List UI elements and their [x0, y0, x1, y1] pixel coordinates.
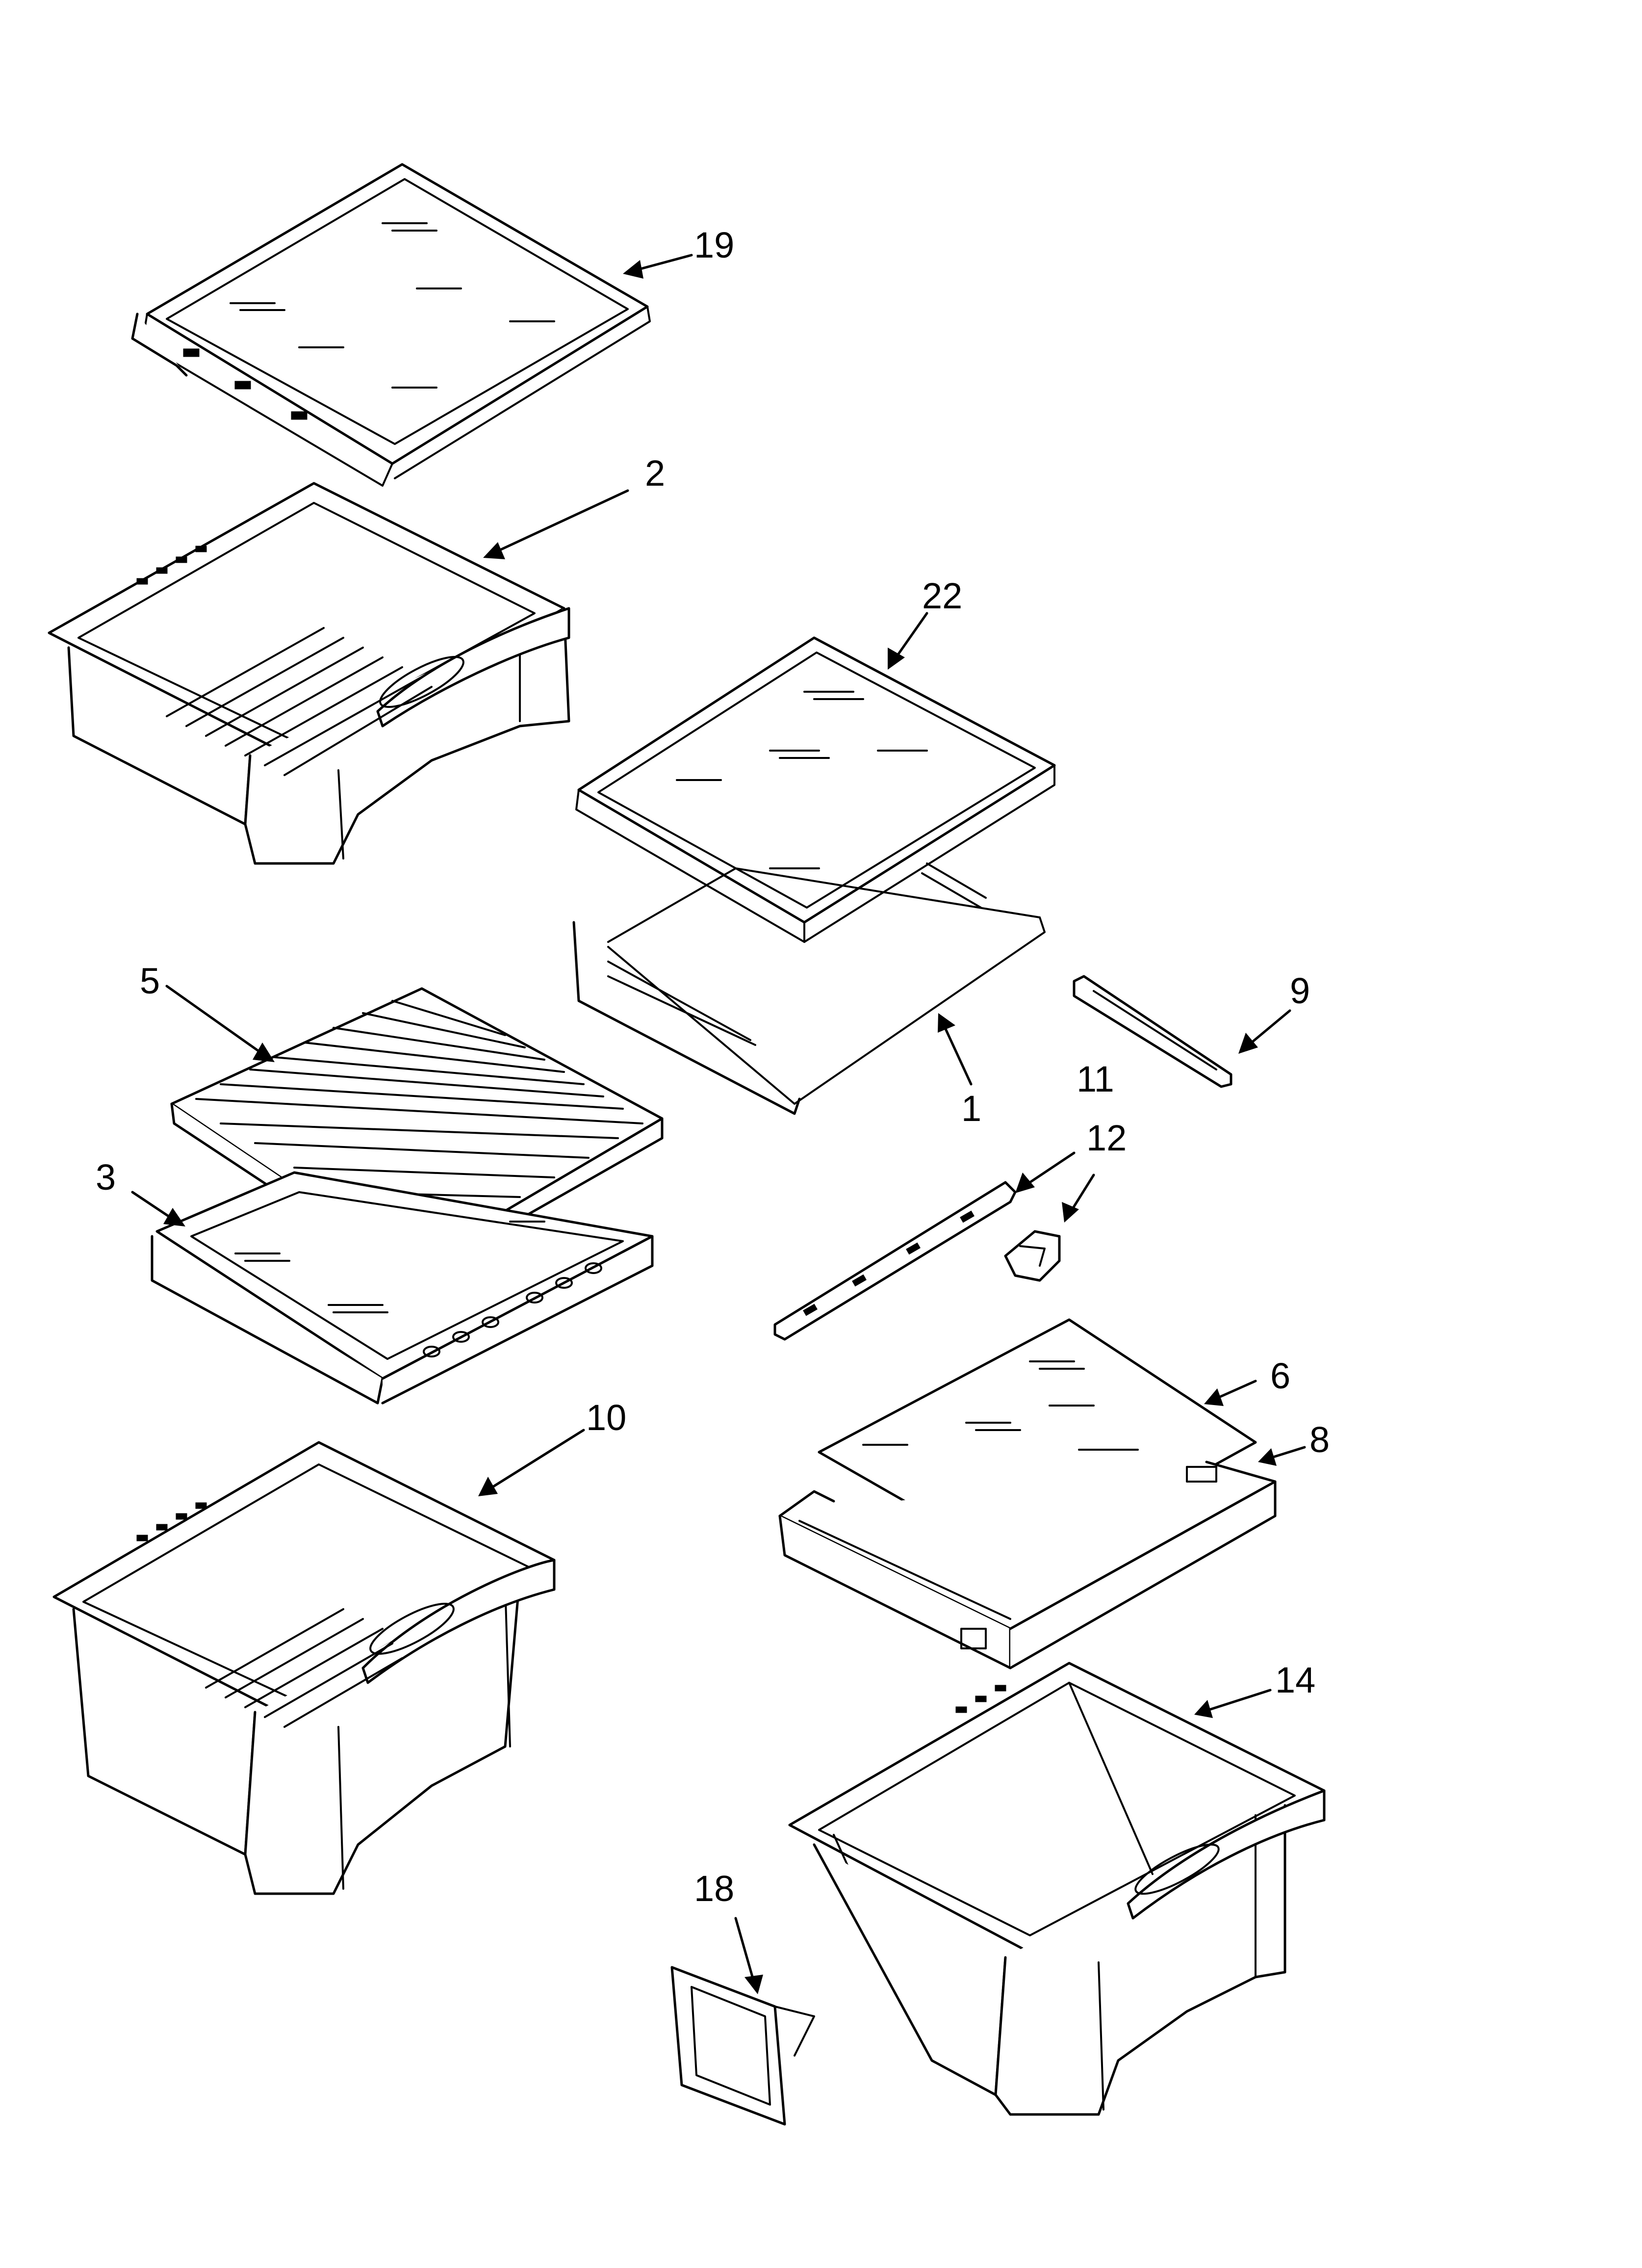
callout-18: 18: [694, 1868, 734, 1909]
part-11-rail: [773, 1181, 1017, 1341]
part-19-glass-shelf: [131, 163, 651, 487]
callout-12: 12: [1086, 1118, 1127, 1158]
callout-3: 3: [96, 1157, 116, 1198]
part-2-crisper-pan: [48, 482, 570, 865]
callout-6: 6: [1270, 1356, 1290, 1396]
part-10-crisper-pan: [52, 1441, 556, 1895]
part-9-rail: [1073, 975, 1232, 1088]
part-18-label-holder: [670, 1966, 815, 2126]
callout-2: 2: [645, 453, 665, 494]
callout-5: 5: [140, 961, 160, 1001]
callout-11: 11: [1077, 1059, 1114, 1099]
callout-1: 1: [961, 1088, 981, 1129]
part-14-deli-pan: [788, 1662, 1326, 2116]
callout-10: 10: [586, 1397, 626, 1438]
part-12-clip: [1004, 1230, 1061, 1282]
part-1-shelf-frame: [572, 862, 1046, 1115]
part-8-frame: [778, 1460, 1277, 1669]
leader-lines: [131, 254, 1306, 1994]
part-3-cover-frame: [151, 1171, 654, 1405]
callout-14: 14: [1275, 1660, 1315, 1700]
callout-9: 9: [1290, 970, 1310, 1011]
callout-8: 8: [1309, 1419, 1330, 1460]
callout-labels: 19 2 22 5 1 9 11 12 3 10 6 8 14 18: [96, 225, 1330, 1909]
callout-22: 22: [922, 575, 962, 616]
callout-19: 19: [694, 225, 734, 265]
